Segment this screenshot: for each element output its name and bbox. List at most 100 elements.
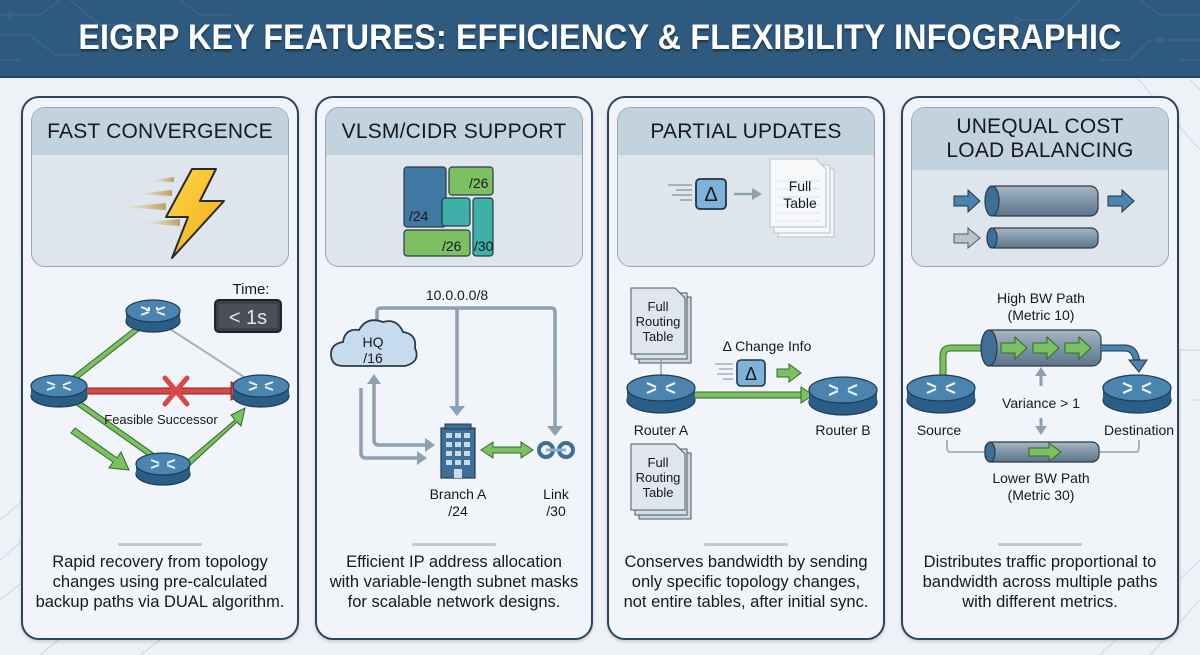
routing-table-doc-icon: Full Routing Table	[630, 443, 692, 520]
speed-streaks	[122, 177, 180, 226]
doc-label: Routing	[636, 470, 681, 485]
description-line: backup paths via DUAL algorithm.	[35, 593, 285, 611]
divider	[998, 543, 1082, 546]
feature-icon-card: PARTIAL UPDATES Δ Full Table	[617, 107, 875, 267]
header-banner: EIGRP KEY FEATURES: EFFICIENCY & FLEXIBI…	[0, 0, 1200, 78]
branch-label: Branch A	[430, 486, 487, 502]
time-label: Time:	[233, 281, 270, 298]
subnet-block-26-top	[448, 166, 494, 196]
feature-title-band: FAST CONVERGENCE	[32, 108, 288, 155]
failed-primary-path	[82, 381, 251, 401]
feature-title: VLSM/CIDR SUPPORT	[341, 119, 567, 143]
delta-symbol: Δ	[704, 184, 717, 206]
block-label: /30	[474, 238, 494, 254]
router-icon	[1102, 374, 1172, 414]
panel-fast-convergence: FAST CONVERGENCE	[21, 96, 299, 640]
link-label: Link	[543, 486, 570, 502]
title-line: LOAD BALANCING	[946, 139, 1134, 162]
subnet-block-24	[403, 166, 447, 228]
subnet-block-26-bottom	[403, 229, 471, 257]
router-icon	[232, 374, 290, 408]
network-label: 10.0.0.0/8	[426, 287, 488, 303]
failure-x-icon	[162, 375, 190, 407]
divider	[118, 543, 202, 546]
partial-updates-diagram: Full Routing Table Δ Change Info Δ	[626, 287, 878, 520]
panel-partial-updates: PARTIAL UPDATES Δ Full Table	[607, 96, 885, 640]
description-line: not entire tables, after initial sync.	[623, 593, 869, 611]
divider	[412, 543, 496, 546]
description-line: Rapid recovery from topology	[52, 553, 268, 571]
backup-path-arrow	[70, 407, 246, 471]
link-mask: /30	[546, 503, 566, 519]
hq-label: HQ	[363, 334, 384, 350]
title-line: UNEQUAL COST	[956, 115, 1124, 138]
high-bw-pipe	[980, 329, 1102, 367]
feature-title: FAST CONVERGENCE	[47, 119, 273, 143]
destination-label: Destination	[1104, 422, 1174, 438]
description-line: changes using pre-calculated	[52, 573, 268, 591]
description-line: Distributes traffic proportional to	[923, 553, 1157, 571]
document-stack-icon: Full Table	[769, 158, 835, 238]
doc-label: Routing	[636, 314, 681, 329]
feature-title: UNEQUAL COST LOAD BALANCING	[946, 115, 1133, 163]
link-chain-icon	[537, 441, 575, 459]
description-line: Efficient IP address allocation	[346, 553, 562, 571]
header-circuit-pattern	[0, 0, 1200, 61]
bidirectional-arrow	[480, 441, 534, 459]
block-label: /24	[409, 208, 429, 224]
load-balancing-diagram: High BW Path (Metric 10) Variance > 1	[906, 290, 1174, 503]
doc-label: Table	[642, 485, 673, 500]
feature-title: PARTIAL UPDATES	[650, 119, 842, 143]
page-title: EIGRP KEY FEATURES: EFFICIENCY & FLEXIBI…	[78, 18, 1122, 57]
panel-unequal-cost-load-balancing: UNEQUAL COST LOAD BALANCING H	[901, 96, 1179, 640]
feature-description: Distributes traffic proportional to band…	[907, 552, 1173, 612]
delta-update-icon: Δ Full Table	[668, 158, 835, 238]
feature-description: Efficient IP address allocation with var…	[321, 552, 587, 612]
vlsm-diagram: 10.0.0.0/8 HQ /16	[330, 287, 575, 519]
description-line: with different metrics.	[962, 593, 1118, 611]
high-metric-label: (Metric 10)	[1008, 307, 1075, 323]
delta-packet	[736, 359, 766, 387]
time-value: < 1s	[229, 307, 267, 329]
convergence-diagram: Time: < 1s Feasible Successor	[30, 281, 290, 486]
feasible-successor-label: Feasible Successor	[104, 412, 218, 427]
update-path-arrow	[690, 386, 814, 404]
change-info-label: Δ Change Info	[723, 338, 812, 354]
router-icon	[626, 374, 696, 414]
lightning-bolt-icon	[122, 168, 225, 259]
subnet-blocks-icon: /24 /26 /26 /30	[403, 166, 494, 257]
router-icon	[30, 374, 88, 408]
feature-title-band: UNEQUAL COST LOAD BALANCING	[912, 108, 1168, 170]
router-icon	[808, 376, 878, 416]
hq-mask: /16	[363, 350, 383, 366]
router-icon	[906, 374, 976, 414]
low-path-label: Lower BW Path	[992, 470, 1089, 486]
block-label: /26	[442, 238, 462, 254]
routing-table-doc-icon: Full Routing Table	[630, 287, 692, 364]
delta-box	[695, 178, 727, 210]
router-icon	[135, 452, 191, 486]
description-line: with variable-length subnet masks	[329, 573, 579, 591]
feature-icon-card: FAST CONVERGENCE	[31, 107, 289, 267]
branch-mask: /24	[448, 503, 468, 519]
building-icon	[440, 423, 476, 479]
hq-cloud-icon: HQ /16	[330, 319, 418, 367]
feature-description: Rapid recovery from topology changes usi…	[27, 552, 293, 612]
feature-icon-card: VLSM/CIDR SUPPORT /24 /26 /26 /30	[325, 107, 583, 267]
low-bw-pipe	[984, 441, 1100, 463]
divider	[704, 543, 788, 546]
router-b-label: Router B	[815, 422, 870, 438]
router-icon	[125, 299, 181, 333]
subnet-block-30	[472, 197, 494, 257]
doc-label: Full	[789, 178, 812, 194]
pipes-icon	[953, 185, 1135, 250]
description-line: only specific topology changes,	[631, 573, 861, 591]
doc-label: Table	[783, 195, 817, 211]
delta-symbol: Δ	[745, 364, 757, 384]
feature-icon-card: UNEQUAL COST LOAD BALANCING	[911, 107, 1169, 267]
low-metric-label: (Metric 30)	[1008, 487, 1075, 503]
doc-label: Full	[648, 299, 669, 314]
subnet-block-center	[441, 197, 471, 227]
feature-title-band: PARTIAL UPDATES	[618, 108, 874, 155]
high-path-label: High BW Path	[997, 290, 1085, 306]
